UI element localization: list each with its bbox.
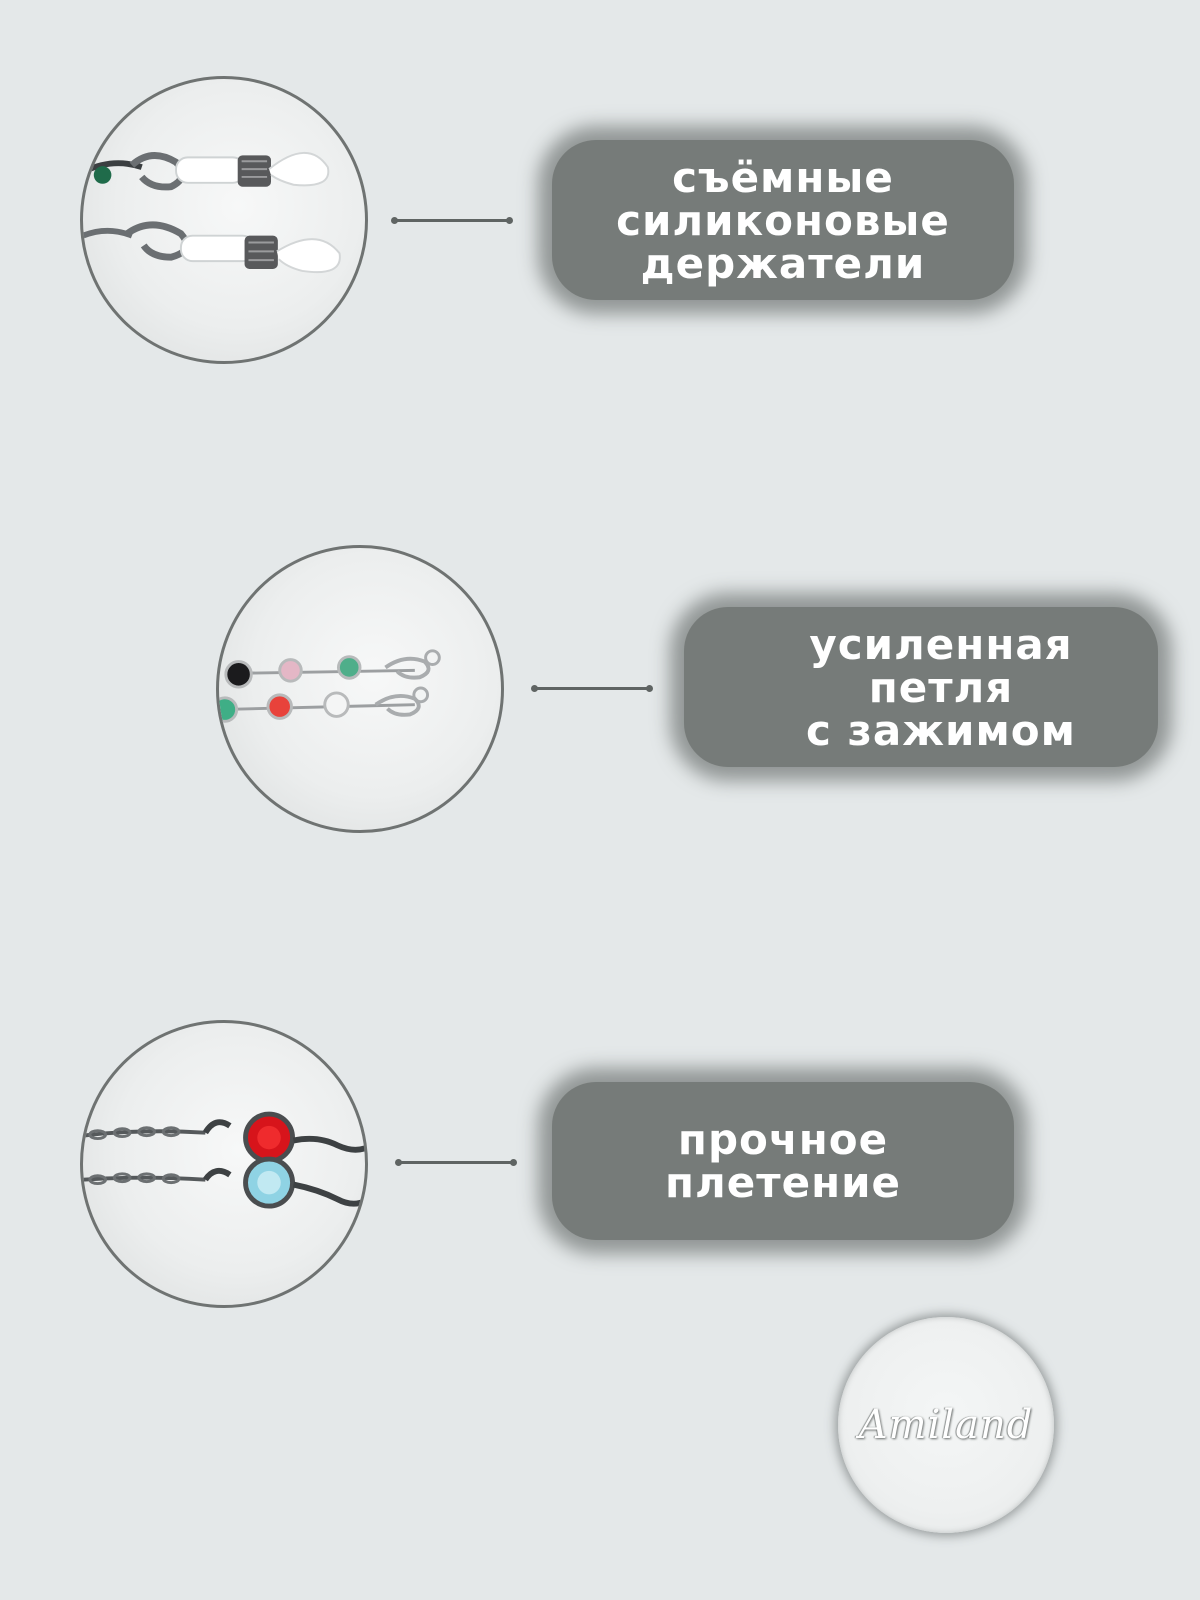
feature-photo-chain-weave xyxy=(80,1020,368,1308)
feature-label-line: с зажимом xyxy=(805,705,1076,755)
feature-label: прочное плетение xyxy=(665,1118,901,1204)
silicone-holders-icon xyxy=(83,152,341,273)
feature-label-box: съёмные силиконовые держатели xyxy=(552,140,1014,300)
feature-label-line: усиленная xyxy=(809,619,1073,669)
feature-label-line: прочное xyxy=(677,1115,889,1164)
feature-label-line: съёмные xyxy=(672,152,894,202)
feature-connector xyxy=(531,685,653,692)
feature-label-line: петля xyxy=(868,662,1014,712)
feature-label-line: силиконовые xyxy=(616,195,950,245)
feature-label: усиленная петля с зажимом xyxy=(766,623,1076,752)
feature-connector xyxy=(395,1159,517,1166)
crystal-clasp-icon xyxy=(219,649,441,723)
feature-label-box: прочное плетение xyxy=(552,1082,1014,1240)
brand-logo: Amiland xyxy=(838,1317,1054,1533)
feature-label: съёмные силиконовые держатели xyxy=(616,156,950,285)
brand-logo-text: Amiland xyxy=(858,1402,1034,1448)
feature-connector xyxy=(391,217,513,224)
feature-photo-crystal-clasp xyxy=(216,545,504,833)
feature-label-line: плетение xyxy=(664,1158,902,1207)
feature-label-box: усиленная петля с зажимом xyxy=(684,607,1158,767)
chain-weave-icon xyxy=(83,1111,365,1209)
feature-label-line: держатели xyxy=(640,238,926,288)
feature-photo-silicone-holders xyxy=(80,76,368,364)
